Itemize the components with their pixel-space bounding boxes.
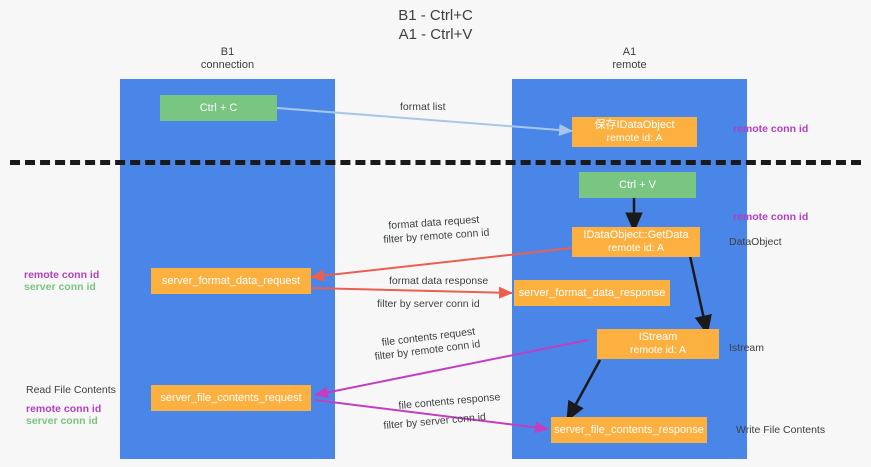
node-server-file-contents-request-label: server_file_contents_request xyxy=(160,391,302,404)
node-istream-line1: IStream xyxy=(638,331,678,343)
column-header-b1: B1 connection xyxy=(120,46,335,72)
filter-prefix: filter by xyxy=(374,346,412,363)
node-server-format-data-request-label: server_format_data_request xyxy=(161,274,301,287)
filter-prefix: filter by xyxy=(383,231,421,246)
edge-label-file-contents-response: file contents response xyxy=(398,391,501,412)
node-ctrl-c-label: Ctrl + C xyxy=(199,101,238,114)
node-save-idataobject-line2: remote id: A xyxy=(606,132,663,144)
page-title: B1 - Ctrl+C A1 - Ctrl+V xyxy=(0,6,871,44)
node-idataobject-getdata[interactable]: IDataObject::GetData remote id: A xyxy=(572,227,700,257)
node-save-idataobject-line1: 保存IDataObject xyxy=(594,119,675,131)
edge-label-format-data-response: format data response xyxy=(389,275,489,287)
annotation-right-write-file-contents: Write File Contents xyxy=(736,424,826,436)
edge-label-format-list: format list xyxy=(400,101,446,113)
filter-prefix: filter by xyxy=(377,298,414,310)
annotation-right-dataobject: DataObject xyxy=(729,236,782,248)
title-line-2: A1 - Ctrl+V xyxy=(398,26,473,43)
column-header-a1: A1 remote xyxy=(512,46,747,72)
node-server-file-contents-request[interactable]: server_file_contents_request xyxy=(151,385,311,411)
column-header-b1-subtitle: connection xyxy=(200,59,255,71)
node-idataobject-getdata-line1: IDataObject::GetData xyxy=(583,229,689,241)
node-server-format-data-response-label: server_format_data_response xyxy=(518,286,666,299)
node-save-idataobject[interactable]: 保存IDataObject remote id: A xyxy=(572,117,697,147)
annotation-right-remote-conn-id-mid: remote conn id xyxy=(733,211,809,223)
node-server-file-contents-response[interactable]: server_file_contents_response xyxy=(551,417,707,443)
node-idataobject-getdata-line2: remote id: A xyxy=(607,242,665,254)
section-divider xyxy=(10,160,861,165)
annotation-left-server-conn-id-bot: server conn id xyxy=(26,415,98,427)
node-server-format-data-response[interactable]: server_format_data_response xyxy=(514,280,670,306)
annotation-left-read-file-contents: Read File Contents xyxy=(26,384,116,396)
title-line-1: B1 - Ctrl+C xyxy=(398,7,473,24)
node-istream[interactable]: IStream remote id: A xyxy=(597,329,719,359)
node-server-format-data-request[interactable]: server_format_data_request xyxy=(151,268,311,294)
annotation-left-server-conn-id-mid: server conn id xyxy=(24,281,96,293)
annotation-left-remote-conn-id-bot: remote conn id xyxy=(26,403,102,415)
column-header-b1-name: B1 xyxy=(220,46,235,58)
node-server-file-contents-response-label: server_file_contents_response xyxy=(554,423,704,436)
edge-label-file-contents-response-filter: filter by server conn id xyxy=(383,411,486,433)
column-header-a1-subtitle: remote xyxy=(612,59,647,71)
node-istream-line2: remote id: A xyxy=(629,344,687,356)
filter-key: server conn id xyxy=(419,411,487,429)
edge-label-format-data-response-filter: filter by server conn id xyxy=(377,298,480,311)
filter-key: server conn id xyxy=(413,298,480,310)
node-ctrl-v[interactable]: Ctrl + V xyxy=(579,172,696,198)
column-header-a1-name: A1 xyxy=(622,46,637,58)
annotation-left-remote-conn-id-mid: remote conn id xyxy=(24,269,100,281)
filter-prefix: filter by xyxy=(383,416,421,432)
node-ctrl-c[interactable]: Ctrl + C xyxy=(160,95,277,121)
annotation-right-istream: Istream xyxy=(729,342,765,354)
annotation-right-remote-conn-id-top: remote conn id xyxy=(733,123,809,135)
node-ctrl-v-label: Ctrl + V xyxy=(619,178,656,191)
